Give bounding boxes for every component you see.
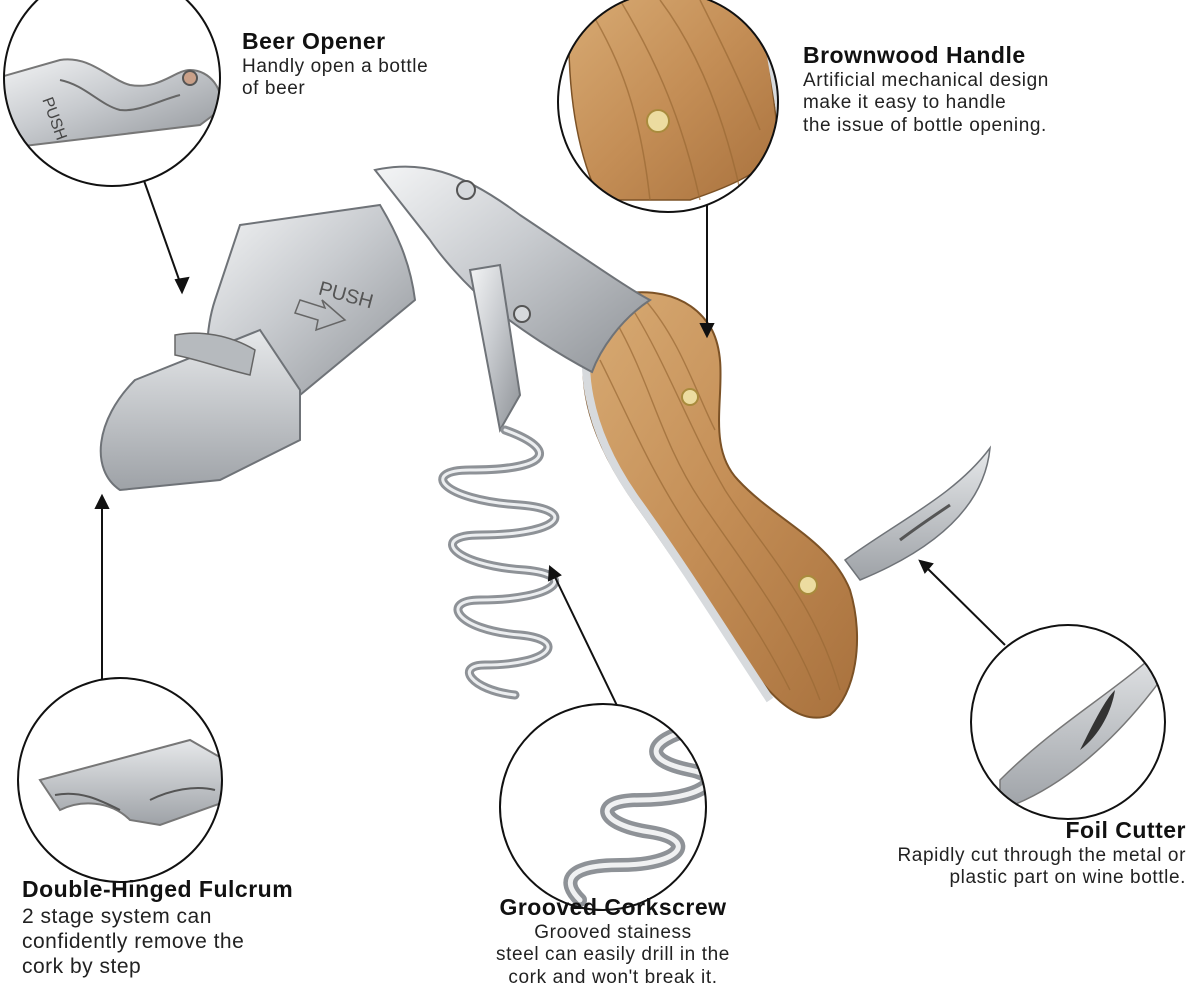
double-hinged-fulcrum-desc-line: 2 stage system can [22,904,212,928]
double-hinged-fulcrum-desc-line: cork by step [22,954,142,978]
wood-grain [599,299,841,701]
grooved-corkscrew-desc-line: steel can easily drill in the [496,944,730,966]
beer-opener-detail-circle: PUSH [3,0,221,187]
double-hinged-fulcrum-title: Double-Hinged Fulcrum [22,876,294,902]
brownwood-handle-desc-line: Artificial mechanical design [803,69,1049,91]
brownwood-handle-desc-line: the issue of bottle opening. [803,115,1047,137]
double-hinged-fulcrum-desc-line: confidently remove the [22,929,245,953]
grooved-corkscrew-callout: Grooved Corkscrew Grooved stainess steel… [463,894,763,990]
foil-cutter-detail-circle [970,624,1166,820]
pointer-arrows [94,174,1006,719]
brownwood-handle-title: Brownwood Handle [803,42,1026,68]
rivet [681,388,699,406]
grooved-corkscrew-desc-line: cork and won't break it. [508,967,718,989]
wood-handle [582,291,859,719]
foil-cutter-desc-line: plastic part on wine bottle. [949,867,1186,889]
grooved-corkscrew-desc-line: Grooved stainess [534,921,692,943]
foil-cutter-title: Foil Cutter [1065,817,1186,843]
brownwood-handle-desc-line: make it easy to handle [803,92,1007,114]
rivet [798,575,818,595]
beer-opener-title: Beer Opener [242,28,386,54]
handle-detail-circle [557,0,779,213]
beer-opener-desc-line: Handly open a bottle [242,55,429,77]
waiters-corkscrew: PUSH [99,165,992,719]
fulcrum-detail-circle [17,677,223,883]
corkscrew-worm [438,263,560,700]
foil-cutter-desc-line: Rapidly cut through the metal or [897,844,1186,866]
brownwood-handle-callout: Brownwood Handle Artificial mechanical d… [803,42,1049,138]
beer-opener-desc-line: of beer [242,78,306,100]
beer-opener-callout: Beer Opener Handly open a bottle of beer [242,28,428,101]
grooved-corkscrew-title: Grooved Corkscrew [499,894,727,920]
double-hinged-fulcrum-callout: Double-Hinged Fulcrum 2 stage system can… [22,876,293,979]
foil-cutter-callout: Foil Cutter Rapidly cut through the meta… [897,817,1186,890]
foil-cutter-blade [843,445,992,581]
corkscrew-detail-circle [499,703,707,911]
